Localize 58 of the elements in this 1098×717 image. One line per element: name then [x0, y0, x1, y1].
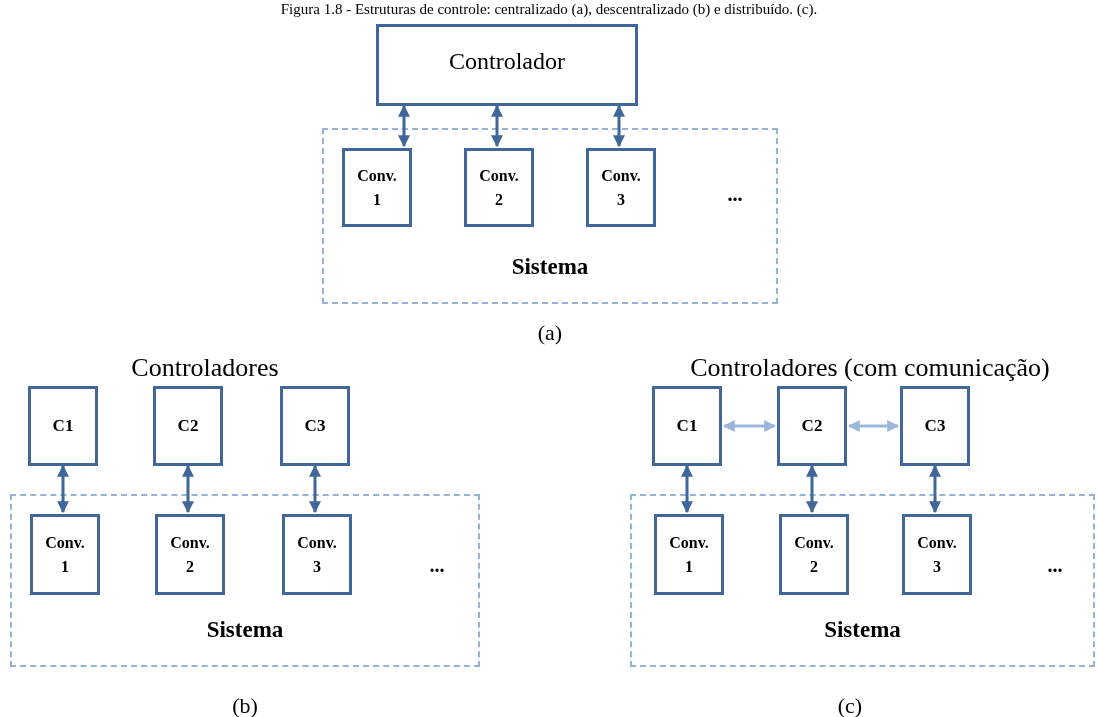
- node-label: Conv. 3: [916, 532, 958, 577]
- double-arrow: [847, 420, 900, 432]
- double-arrow: [491, 104, 503, 148]
- node-label: C2: [801, 415, 823, 438]
- node-label: Conv. 1: [356, 165, 398, 210]
- double-arrow: [613, 104, 625, 148]
- controller-box: [376, 24, 638, 106]
- controller-box: [28, 386, 98, 466]
- converter-box: [586, 148, 656, 227]
- system-boundary: [322, 128, 778, 304]
- converter-box: [779, 514, 849, 595]
- ellipsis: ...: [1046, 553, 1064, 578]
- double-arrow: [929, 464, 941, 514]
- node-label: Conv. 1: [668, 532, 710, 577]
- system-boundary: [10, 494, 480, 667]
- double-arrow: [806, 464, 818, 514]
- controller-box: [652, 386, 722, 466]
- node-label: Conv. 2: [793, 532, 835, 577]
- converter-box: [902, 514, 972, 595]
- node-label: Conv. 2: [478, 165, 520, 210]
- subfigure-label: (b): [231, 692, 259, 717]
- converter-box: [30, 514, 100, 595]
- node-label: Conv. 3: [600, 165, 642, 210]
- subfigure-label: (a): [536, 319, 564, 347]
- controller-box: [153, 386, 223, 466]
- controller-box: [280, 386, 350, 466]
- node-label: C1: [52, 415, 74, 438]
- controller-box: [777, 386, 847, 466]
- subfigure-label: (c): [836, 692, 864, 717]
- node-label: Sistema: [824, 615, 901, 644]
- group-heading: Controladores (com comunicação): [689, 352, 1051, 384]
- node-label: C1: [676, 415, 698, 438]
- converter-box: [464, 148, 534, 227]
- node-label: Sistema: [206, 615, 284, 644]
- system-boundary: [630, 494, 1095, 667]
- node-label: Conv. 2: [169, 532, 211, 577]
- node-label: C3: [304, 415, 326, 438]
- controller-box: [900, 386, 970, 466]
- node-label: Sistema: [511, 252, 589, 281]
- double-arrow: [309, 464, 321, 514]
- double-arrow: [398, 104, 410, 148]
- figure-title: Figura 1.8 - Estruturas de controle: centralizado (a), descentralizado (b) e distribuído. (c).: [279, 0, 819, 18]
- double-arrow: [57, 464, 69, 514]
- node-label: C3: [924, 415, 946, 438]
- node-label: Conv. 3: [296, 532, 338, 577]
- converter-box: [282, 514, 352, 595]
- converter-box: [155, 514, 225, 595]
- node-label: Controlador: [449, 47, 565, 76]
- converter-box: [342, 148, 412, 227]
- double-arrow: [681, 464, 693, 514]
- converter-box: [654, 514, 724, 595]
- node-label: C2: [177, 415, 199, 438]
- ellipsis: ...: [726, 182, 744, 207]
- ellipsis: ...: [428, 553, 446, 578]
- group-heading: Controladores: [130, 352, 280, 384]
- node-label: Conv. 1: [44, 532, 86, 577]
- double-arrow: [722, 420, 777, 432]
- double-arrow: [182, 464, 194, 514]
